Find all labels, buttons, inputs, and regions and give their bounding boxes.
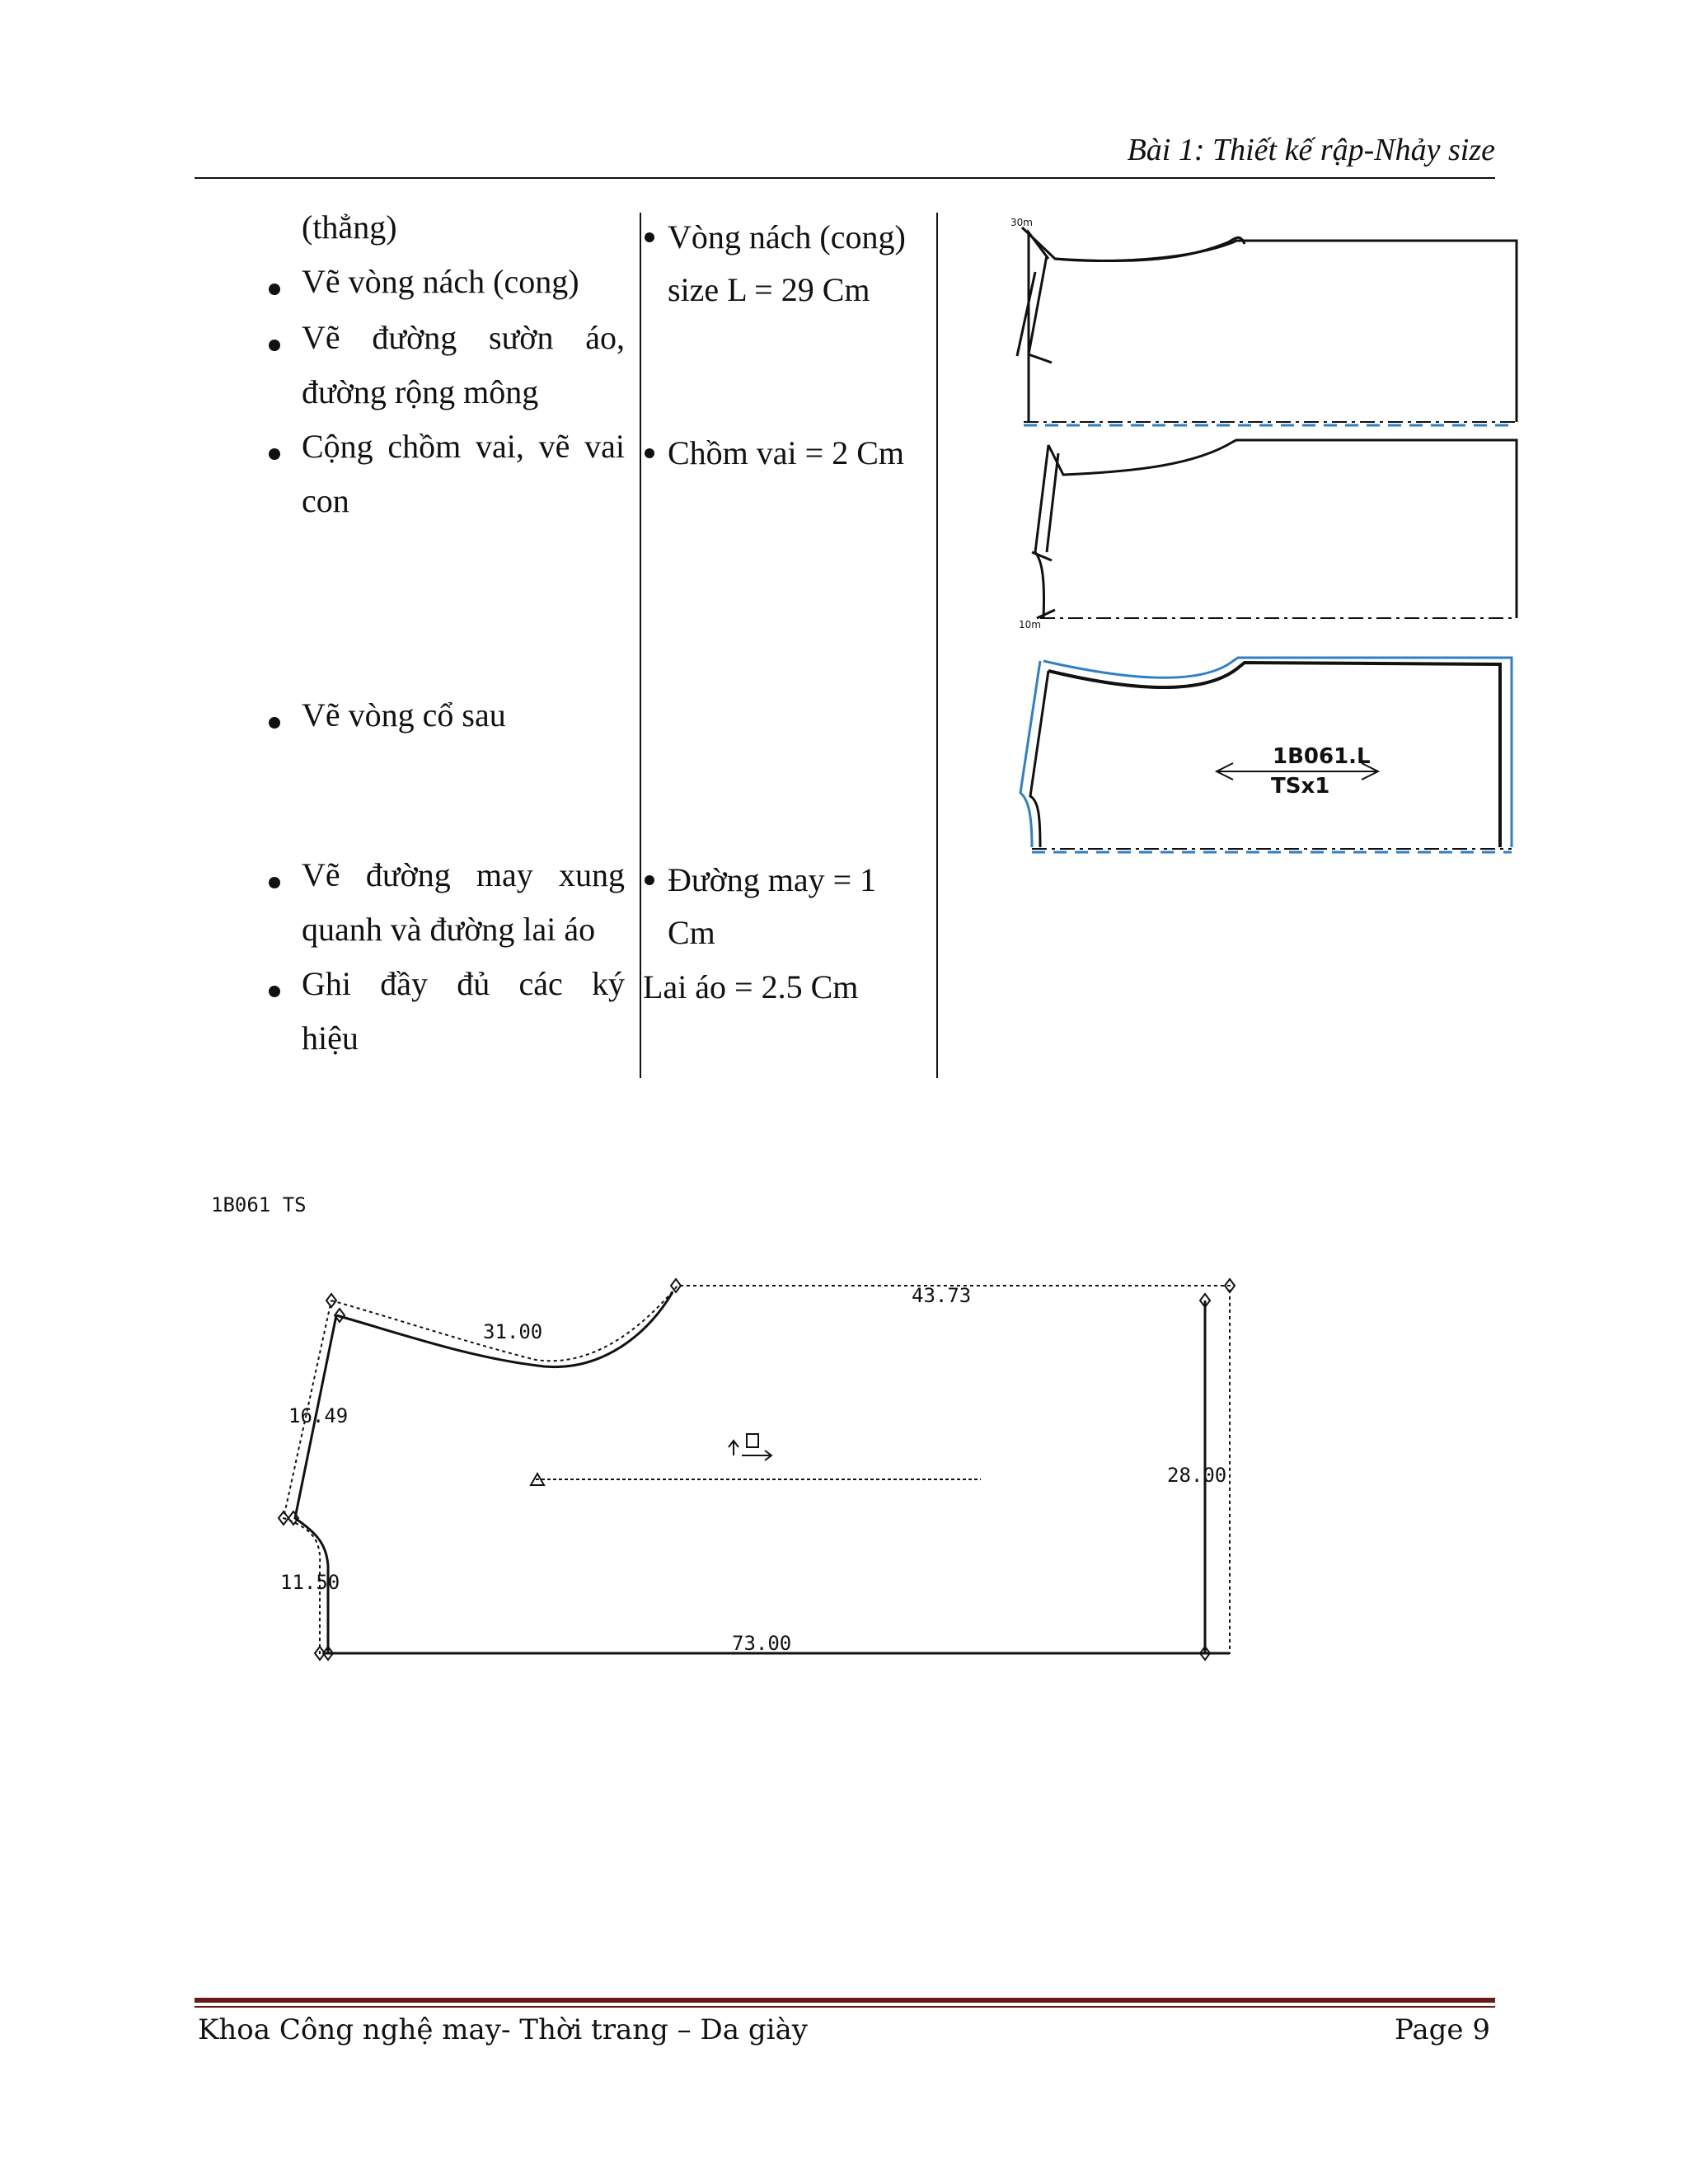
- step-symbols: Ghi đầy đủ các ký: [302, 965, 625, 1002]
- footer-department: Khoa Công nghệ may- Thời trang – Da giày: [198, 2013, 808, 2046]
- pattern-qty-label: TSx1: [1271, 774, 1329, 799]
- header-title: Bài 1: Thiết kế rập-Nhảy size: [1127, 133, 1495, 167]
- cad-dim-neck: 11.50: [280, 1571, 340, 1594]
- svg-text:10m: 10m: [1019, 619, 1041, 630]
- step-back-neck: Vẽ vòng cổ sau: [302, 696, 506, 733]
- step-symbols-cont: hiệu: [302, 1019, 359, 1057]
- bullet-icon: [645, 448, 654, 458]
- pattern-finished-figure: [1019, 656, 1513, 854]
- bullet-icon: [269, 284, 280, 295]
- note-hem: Lai áo = 2.5 Cm: [643, 968, 859, 1005]
- step-continuation: (thẳng): [302, 209, 397, 246]
- pattern-step-figure-1: 30m: [1010, 217, 1518, 422]
- note-armhole-size: size L = 29 Cm: [668, 271, 870, 308]
- pattern-code-label: 1B061.L: [1273, 744, 1371, 769]
- note-seam-unit: Cm: [668, 914, 715, 951]
- bullet-icon: [645, 875, 654, 885]
- cad-dim-armhole: 31.00: [483, 1320, 542, 1343]
- table-column-rule-2: [936, 213, 938, 1078]
- svg-text:30m: 30m: [1010, 217, 1033, 228]
- step-armhole: Vẽ vòng nách (cong): [302, 263, 579, 300]
- step-shoulder: Cộng chồm vai, vẽ vai: [302, 428, 625, 465]
- header-rule: [195, 177, 1495, 179]
- step-shoulder-cont: con: [302, 482, 349, 519]
- step-seam-allowance-cont: quanh và đường lai áo: [302, 911, 596, 948]
- cad-orientation-icon: [728, 1433, 773, 1461]
- note-shoulder: Chồm vai = 2 Cm: [668, 434, 905, 471]
- cad-outline-solid: [293, 1291, 1230, 1655]
- bullet-icon: [269, 717, 280, 729]
- step-seam-allowance: Vẽ đường may xung: [302, 856, 625, 893]
- cad-title: 1B061 TS: [211, 1193, 307, 1216]
- bullet-icon: [269, 448, 280, 460]
- pattern-step-figure-2: 10m: [1019, 438, 1518, 630]
- cad-dim-shoulder: 16.49: [288, 1404, 348, 1427]
- cad-dim-length: 28.00: [1167, 1464, 1226, 1487]
- cad-dim-bottom: 73.00: [732, 1632, 791, 1655]
- bullet-icon: [269, 340, 280, 351]
- cad-dim-top: 43.73: [912, 1284, 971, 1307]
- step-side-seam: Vẽ đường sườn áo,: [302, 319, 625, 356]
- bullet-icon: [269, 877, 280, 888]
- footer-page-number: Page 9: [1395, 2013, 1490, 2046]
- step-side-seam-cont: đường rộng mông: [302, 373, 539, 410]
- cad-outline-dotted: [282, 1285, 1231, 1654]
- note-seam: Đường may = 1: [668, 861, 877, 898]
- bullet-icon: [645, 232, 654, 242]
- footer-rule-thin: [195, 2006, 1495, 2008]
- cad-printout: 1B061 TS 31.00 43.73 16.49 28.00 11.50 7…: [211, 1193, 1236, 1661]
- note-armhole: Vòng nách (cong): [668, 218, 906, 255]
- table-column-rule-1: [640, 213, 641, 1078]
- cad-grain-triangle: [529, 1471, 546, 1486]
- bullet-icon: [269, 986, 280, 997]
- pattern-illustrations: 30m 10m 1B061.L TSx1: [1010, 217, 1518, 854]
- cad-point-markers: [277, 1277, 1236, 1661]
- footer-rule-thick: [195, 1998, 1495, 2003]
